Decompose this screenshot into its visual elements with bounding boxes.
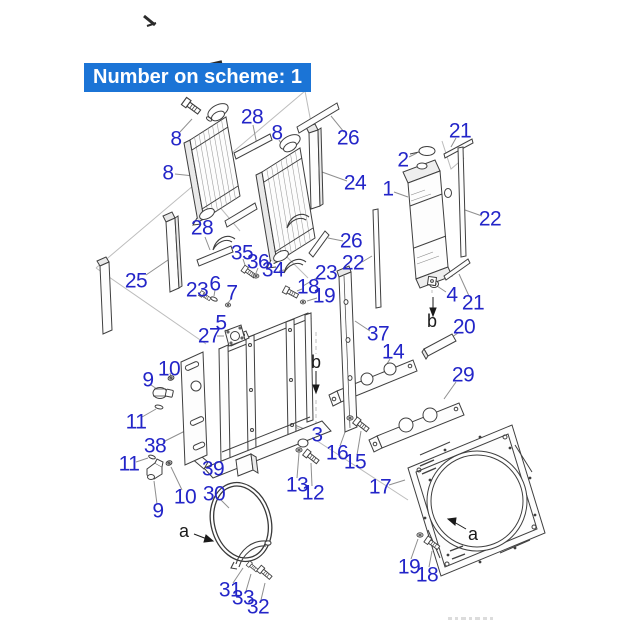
- pin-11a-drawing: [154, 404, 164, 410]
- channel-bar-37-drawing: [336, 265, 358, 433]
- reservoir-1-drawing: [402, 146, 453, 289]
- view-arrow-b-center: [312, 371, 320, 395]
- plug-4-drawing: [426, 275, 438, 287]
- page-artifact-mark: [143, 14, 223, 67]
- view-arrow-a-right: [446, 517, 467, 530]
- gasket-27-drawing: [224, 324, 246, 347]
- pin-11b-drawing: [148, 454, 156, 460]
- seal-strips-drawing: [196, 102, 474, 360]
- small-fasteners-drawing: [198, 264, 307, 308]
- faint-watermark: [448, 617, 493, 620]
- side-bar-24-drawing: [305, 123, 324, 210]
- side-bar-left-drawing: [96, 256, 113, 335]
- cap-2-drawing: [418, 146, 436, 156]
- view-arrow-b-right: [429, 297, 437, 318]
- scheme-header: Number on scheme: 1: [84, 63, 311, 92]
- view-arrow-a-left: [193, 533, 215, 543]
- radiator-core-8a-drawing: [183, 103, 241, 226]
- sponge-block-39-drawing: [234, 453, 259, 477]
- notched-plate-29-drawing: [368, 402, 465, 453]
- fitting-9b-drawing: [146, 458, 164, 480]
- slotted-plate-38-drawing: [180, 351, 208, 466]
- notched-plate-14-drawing: [328, 359, 418, 407]
- fitting-9a-drawing: [152, 387, 174, 399]
- scheme-header-label: Number on scheme: 1: [93, 66, 302, 88]
- fan-shroud-17-drawing: [407, 424, 546, 577]
- tension-rod-31-drawing: [230, 540, 272, 570]
- side-bar-25-drawing: [162, 211, 183, 293]
- radiator-core-8b-drawing: [255, 134, 316, 269]
- belt-30-drawing: [209, 481, 273, 563]
- clamp-brackets-drawing: [212, 213, 310, 274]
- mounting-bolt-top-drawing: [180, 96, 213, 122]
- support-frame-3-drawing: [189, 312, 332, 479]
